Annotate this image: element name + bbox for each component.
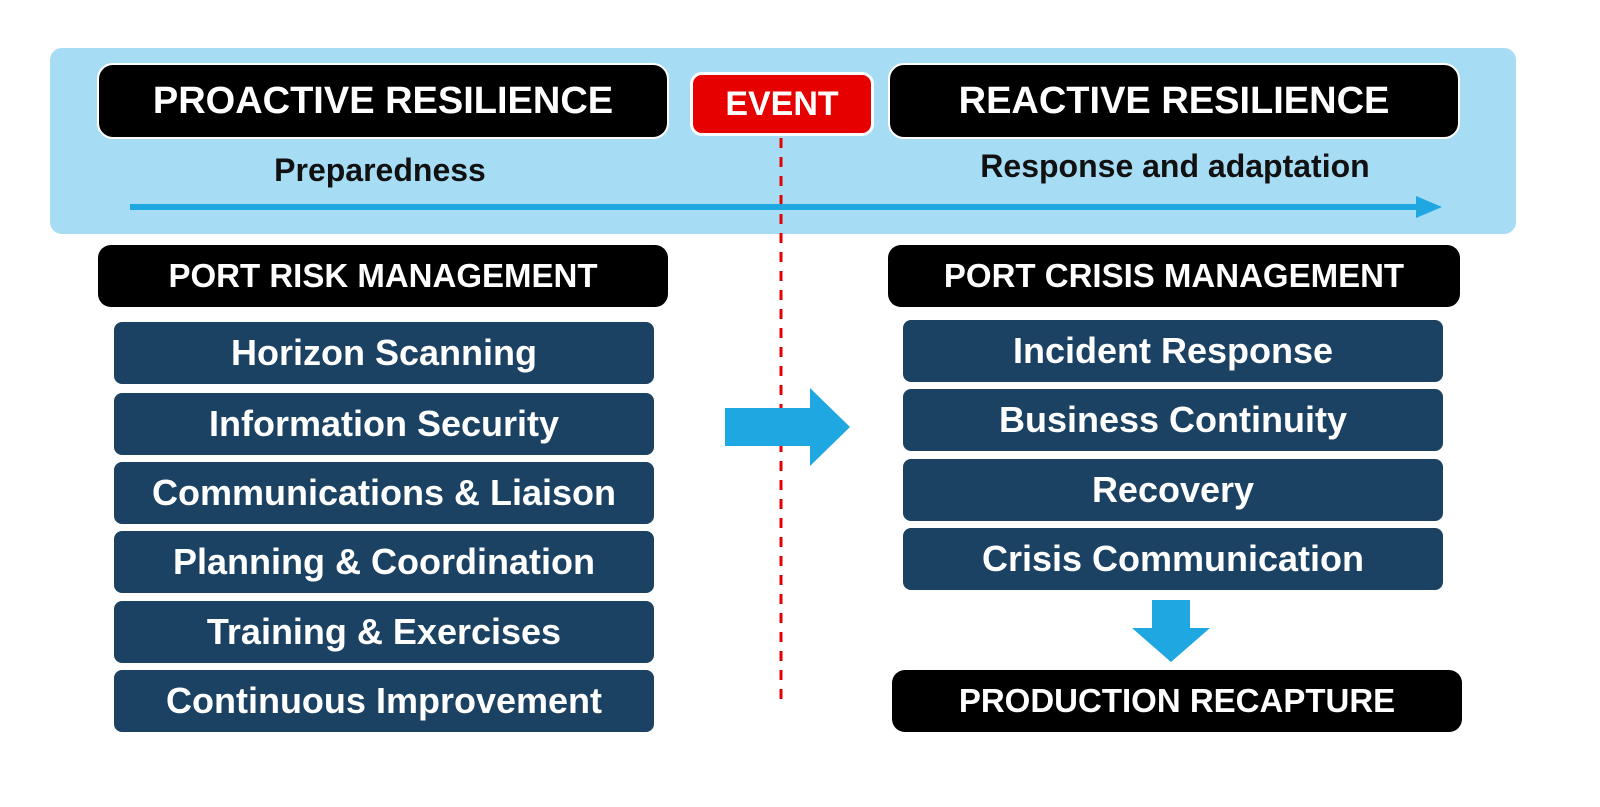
proactive-resilience-title: PROACTIVE RESILIENCE xyxy=(97,63,669,139)
risk-item-continuous-improvement: Continuous Improvement xyxy=(114,670,654,732)
down-arrow xyxy=(1132,600,1210,662)
risk-item-planning-coordination: Planning & Coordination xyxy=(114,531,654,593)
transition-arrow xyxy=(725,388,850,466)
production-recapture-box: PRODUCTION RECAPTURE xyxy=(892,670,1462,732)
preparedness-label: Preparedness xyxy=(274,152,486,188)
risk-item-horizon-scanning: Horizon Scanning xyxy=(114,322,654,384)
risk-item-information-security: Information Security xyxy=(114,393,654,455)
port-crisis-management-header: PORT CRISIS MANAGEMENT xyxy=(888,245,1460,307)
timeline-arrow-head xyxy=(1416,196,1442,218)
port-risk-management-header: PORT RISK MANAGEMENT xyxy=(98,245,668,307)
crisis-item-recovery: Recovery xyxy=(903,459,1443,521)
risk-item-communications-liaison: Communications & Liaison xyxy=(114,462,654,524)
crisis-item-incident-response: Incident Response xyxy=(903,320,1443,382)
crisis-item-business-continuity: Business Continuity xyxy=(903,389,1443,451)
crisis-item-crisis-communication: Crisis Communication xyxy=(903,528,1443,590)
response-adaptation-label: Response and adaptation xyxy=(980,148,1370,184)
reactive-resilience-title: REACTIVE RESILIENCE xyxy=(888,63,1460,139)
risk-item-training-exercises: Training & Exercises xyxy=(114,601,654,663)
event-badge: EVENT xyxy=(690,72,874,136)
